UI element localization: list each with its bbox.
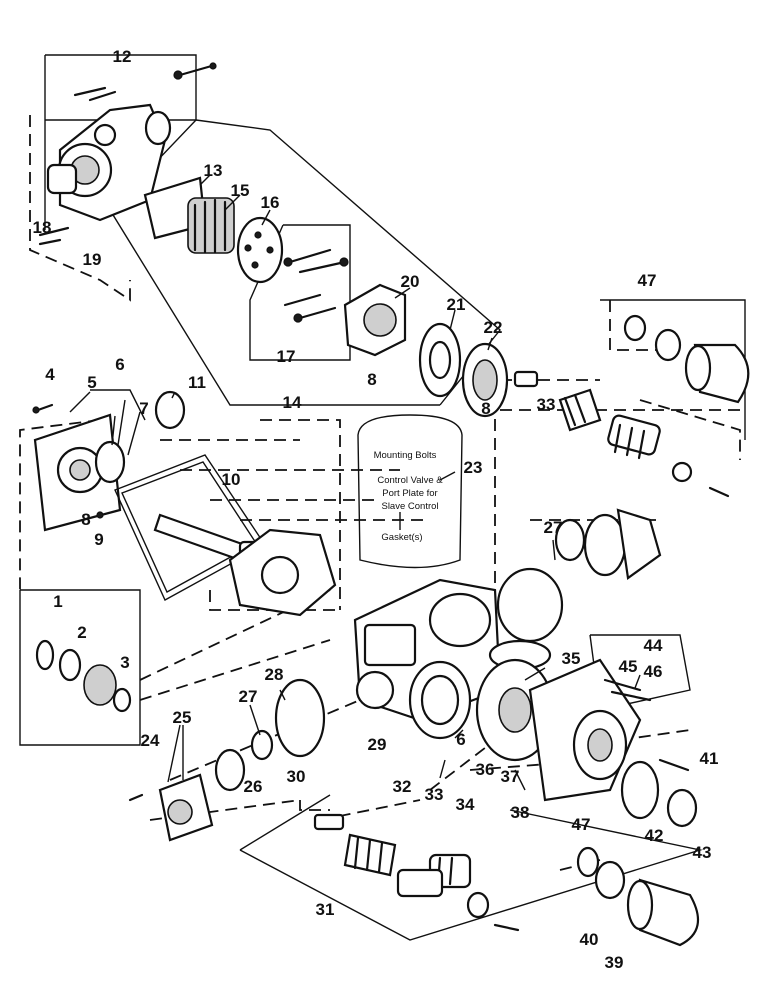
callout-46: 46 xyxy=(644,662,663,681)
callout-6: 6 xyxy=(115,355,124,374)
callout-29: 29 xyxy=(368,735,387,754)
callout-12: 12 xyxy=(113,47,132,66)
callout-40: 40 xyxy=(580,930,599,949)
callout-27-b: 27 xyxy=(239,687,258,706)
callout-42: 42 xyxy=(645,826,664,845)
rotating-group xyxy=(143,176,284,284)
callout-44: 44 xyxy=(644,636,663,655)
callout-11: 11 xyxy=(188,373,206,392)
callout-41: 41 xyxy=(700,749,719,768)
front-cover xyxy=(32,390,186,532)
relief-valve-lower xyxy=(576,846,700,947)
leader-lines xyxy=(69,174,641,791)
callout-23: 23 xyxy=(464,458,483,477)
callout-4: 4 xyxy=(45,365,55,384)
callout-47-b: 47 xyxy=(572,815,591,834)
callout-10: 10 xyxy=(222,470,241,489)
callout-7: 7 xyxy=(139,399,148,418)
callout-32: 32 xyxy=(393,777,412,796)
callout-36: 36 xyxy=(476,760,495,779)
note-line-1: Mounting Bolts xyxy=(374,450,437,461)
note-line-3: Port Plate for xyxy=(382,488,437,499)
callout-45: 45 xyxy=(619,657,638,676)
callout-13: 13 xyxy=(204,161,223,180)
callout-9: 9 xyxy=(94,530,103,549)
callout-35: 35 xyxy=(562,649,581,668)
callout-labels: 12 13 15 16 18 19 20 21 22 17 8 8 14 33 … xyxy=(33,47,719,972)
callout-34: 34 xyxy=(456,795,475,814)
callout-19: 19 xyxy=(83,250,102,269)
callout-17: 17 xyxy=(277,347,296,366)
callout-24: 24 xyxy=(141,731,160,750)
callout-21: 21 xyxy=(447,295,466,314)
callout-5: 5 xyxy=(87,373,96,392)
callout-22: 22 xyxy=(484,318,503,337)
callout-31: 31 xyxy=(316,900,335,919)
callout-28: 28 xyxy=(265,665,284,684)
end-housing xyxy=(38,62,217,246)
callout-33-a: 33 xyxy=(537,395,556,414)
callout-8-a: 8 xyxy=(367,370,376,389)
callout-39: 39 xyxy=(605,953,624,972)
callout-33-b: 33 xyxy=(425,785,444,804)
callout-1: 1 xyxy=(53,592,62,611)
piston-set xyxy=(283,248,349,323)
callout-37: 37 xyxy=(501,767,520,786)
callout-18: 18 xyxy=(33,218,52,237)
note-line-4: Slave Control xyxy=(381,501,438,512)
callout-26: 26 xyxy=(244,777,263,796)
rear-bearing-group xyxy=(128,678,326,842)
control-spool-upper xyxy=(513,370,730,498)
callout-20: 20 xyxy=(401,272,420,291)
note-line-5: Gasket(s) xyxy=(381,532,422,543)
callout-38: 38 xyxy=(511,803,530,822)
callout-30: 30 xyxy=(287,767,306,786)
relief-valve-upper xyxy=(623,314,750,404)
callout-25: 25 xyxy=(173,708,192,727)
callout-47-a: 47 xyxy=(638,271,657,290)
rear-pump-section xyxy=(475,508,662,802)
callout-15: 15 xyxy=(231,181,250,200)
main-housing xyxy=(228,528,502,740)
callout-8-b: 8 xyxy=(481,399,490,418)
callout-43: 43 xyxy=(693,843,712,862)
callout-6-b: 6 xyxy=(456,730,465,749)
callout-8-c: 8 xyxy=(81,510,90,529)
callout-2: 2 xyxy=(77,623,86,642)
shaft-seal-group xyxy=(35,639,132,713)
callout-16: 16 xyxy=(261,193,280,212)
control-spool-lower xyxy=(313,813,520,932)
parts-note-container: Mounting Bolts Control Valve & Port Plat… xyxy=(357,414,463,569)
callout-3: 3 xyxy=(120,653,129,672)
swashplate xyxy=(343,283,509,418)
adjuster-group xyxy=(603,678,698,828)
note-line-2: Control Valve & xyxy=(377,475,443,486)
dashed-assembly-lines xyxy=(19,115,741,871)
callout-14: 14 xyxy=(283,393,302,412)
callout-27-a: 27 xyxy=(544,518,563,537)
group-outlines xyxy=(19,54,746,941)
